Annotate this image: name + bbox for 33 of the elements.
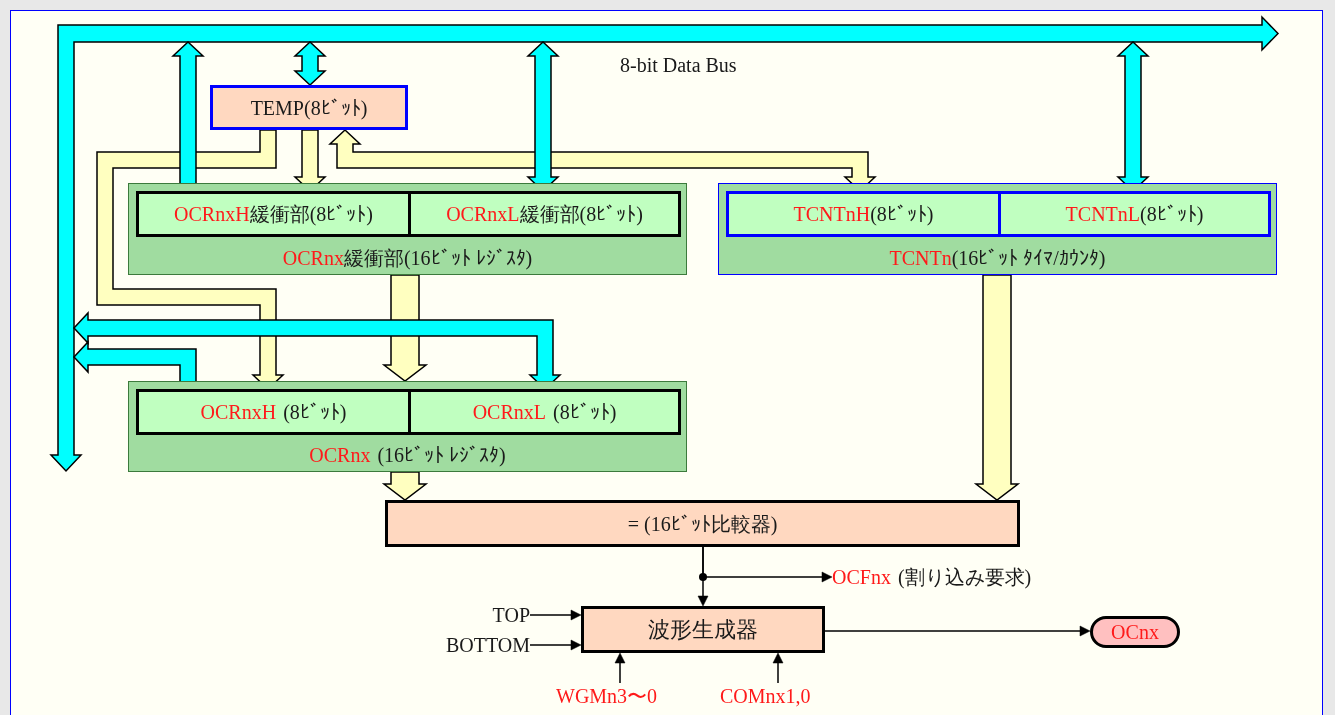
register-label: OCnx [1111, 620, 1159, 644]
register-label: OCRnxL緩衝部(8ﾋﾞｯﾄ) [446, 202, 643, 226]
register-group [718, 183, 1277, 275]
register-label: OCRnxH緩衝部(8ﾋﾞｯﾄ) [174, 202, 373, 226]
register-label: TEMP(8ﾋﾞｯﾄ) [250, 95, 368, 120]
register-box [998, 191, 1271, 237]
register-label: TCNTnL(8ﾋﾞｯﾄ) [1065, 202, 1204, 226]
register-label: TCNTnH(8ﾋﾞｯﾄ) [793, 202, 934, 226]
bus-label: 8-bit Data Bus [620, 53, 737, 78]
register-label: OCRnxH (8ﾋﾞｯﾄ) [200, 400, 347, 424]
register-label: 波形生成器 [648, 617, 758, 642]
register-box [726, 191, 1001, 237]
register-label: OCRnx (16ﾋﾞｯﾄ ﾚｼﾞｽﾀ) [309, 443, 506, 467]
register-group [128, 381, 687, 472]
generator-box [581, 606, 825, 653]
register-label: = (16ﾋﾞｯﾄ比較器) [627, 511, 778, 536]
register-box [408, 389, 681, 435]
comparator-box [385, 500, 1020, 547]
data-bus [49, 15, 1280, 473]
signal-label: OCFnx (割り込み要求) [832, 564, 1032, 590]
register-box [210, 85, 408, 130]
register-box [136, 389, 411, 435]
register-label: OCRnxL (8ﾋﾞｯﾄ) [472, 400, 617, 424]
signal-label: TOP [492, 602, 530, 628]
register-group [128, 183, 687, 275]
output-pin [1090, 616, 1180, 648]
signal-label: COMnx1,0 [720, 683, 811, 709]
register-box [408, 191, 681, 237]
signal-label: WGMn3〜0 [556, 683, 658, 709]
register-label: OCRnx緩衝部(16ﾋﾞｯﾄ ﾚｼﾞｽﾀ) [282, 246, 533, 270]
register-box [136, 191, 411, 237]
signal-label: BOTTOM [445, 632, 530, 658]
register-label: TCNTn(16ﾋﾞｯﾄ ﾀｲﾏ/ｶｳﾝﾀ) [889, 246, 1106, 270]
